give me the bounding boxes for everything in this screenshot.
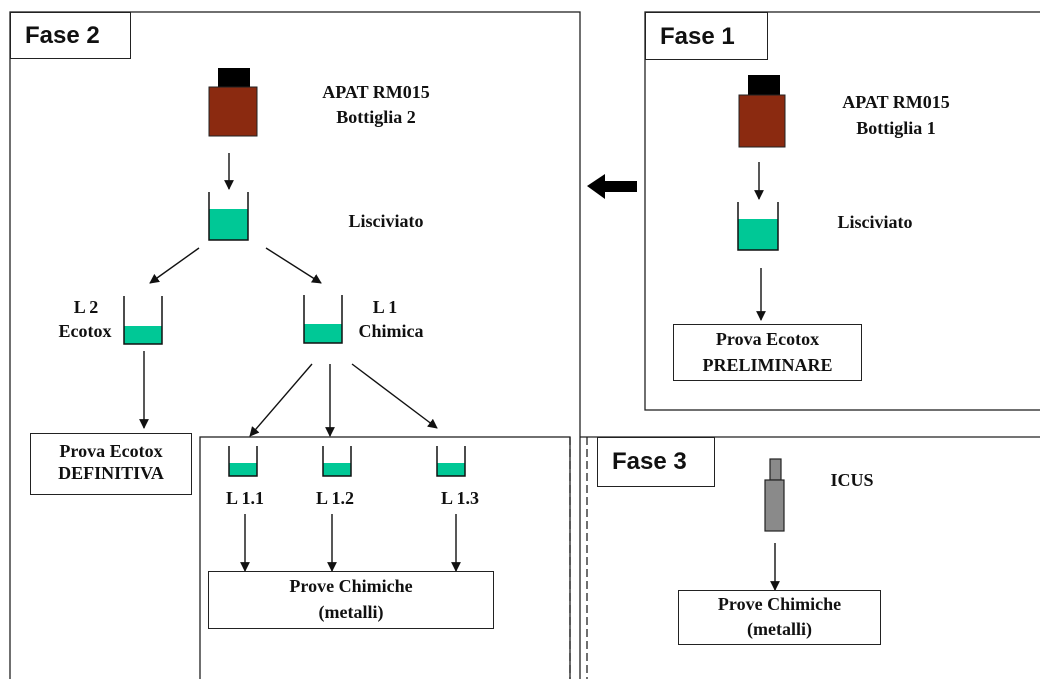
fase1-leachate-liquid [738,219,778,250]
ecotox-preliminare-line1: Prova Ecotox [715,329,820,349]
fase2-chem-test-line2: (metalli) [318,602,384,622]
l1-beaker-icon [303,295,343,344]
l2-beaker-icon [123,296,163,345]
fase2-chem-test-box: Prove Chimiche (metalli) [208,571,494,629]
ecotox-definitiva-line2: DEFINITIVA [58,463,164,483]
fase1-title: Fase 1 [660,23,735,50]
fase2-leachate-label: Lisciviato [348,211,424,231]
icus-tube-icon [764,479,785,532]
subsample-l11-label: L 1.1 [225,488,264,508]
fase1-bottle-cap-icon [748,75,780,95]
fase1-bottle-icon [738,94,786,148]
phase-transition-arrow [587,174,637,199]
fase2-leachate-beaker-icon [208,192,249,241]
subsample-l12-label: L 1.2 [315,488,354,508]
fase2-header: Fase 2 [10,12,131,59]
fase2-leachate-liquid [209,209,248,240]
l11-liquid [229,463,257,476]
subsample-l13-label: L 1.3 [440,488,479,508]
fase1-header: Fase 1 [645,12,768,60]
fase1-leachate-label: Lisciviato [837,212,913,232]
l12-liquid [323,463,351,476]
l13-beaker-icon [436,446,466,477]
fase2-title: Fase 2 [25,22,100,49]
fase2-sample-line2: Bottiglia 2 [336,107,416,127]
fase2-bottle-cap-icon [218,68,250,87]
flow-arrows [139,153,780,591]
icus-label: ICUS [830,470,874,490]
ecotox-definitiva-box: Prova Ecotox DEFINITIVA [30,433,192,495]
fase3-chem-test-box: Prove Chimiche (metalli) [678,590,881,645]
l1-label-line2: Chimica [358,321,424,341]
fase1-sample-line2: Bottiglia 1 [856,118,936,138]
l2-label-line2: Ecotox [58,321,112,341]
l13-liquid [437,463,465,476]
arrow-l1-to-l13 [351,363,438,429]
fase1-panel [644,11,1040,411]
l1-label-line1: L 1 [372,297,398,317]
arrow-l1-to-l11 [249,363,313,437]
fase2-bottle-icon [208,86,258,137]
fase2-chem-test-line1: Prove Chimiche [289,576,413,596]
icus-tube-cap-icon [769,458,782,481]
fase3-chem-test-line2: (metalli) [747,619,812,639]
fase3-header: Fase 3 [597,437,715,487]
ecotox-definitiva-line1: Prova Ecotox [59,441,163,461]
arrow-leachate-to-l1 [265,247,322,284]
fase2-sample-line1: APAT RM015 [322,82,430,102]
fase2-panel [9,11,581,679]
l1-liquid [304,324,342,343]
fase3-chem-test-line1: Prove Chimiche [717,594,842,614]
l2-liquid [124,326,162,344]
ecotox-preliminare-box: Prova Ecotox PRELIMINARE [673,324,862,381]
arrow-leachate-to-l2 [149,247,200,284]
fase1-sample-line1: APAT RM015 [842,92,950,112]
l11-beaker-icon [228,446,258,477]
l12-beaker-icon [322,446,352,477]
fase1-leachate-beaker-icon [737,202,779,251]
l2-label-line1: L 2 [73,297,99,317]
fase3-title: Fase 3 [612,448,687,475]
ecotox-preliminare-line2: PRELIMINARE [702,355,833,375]
